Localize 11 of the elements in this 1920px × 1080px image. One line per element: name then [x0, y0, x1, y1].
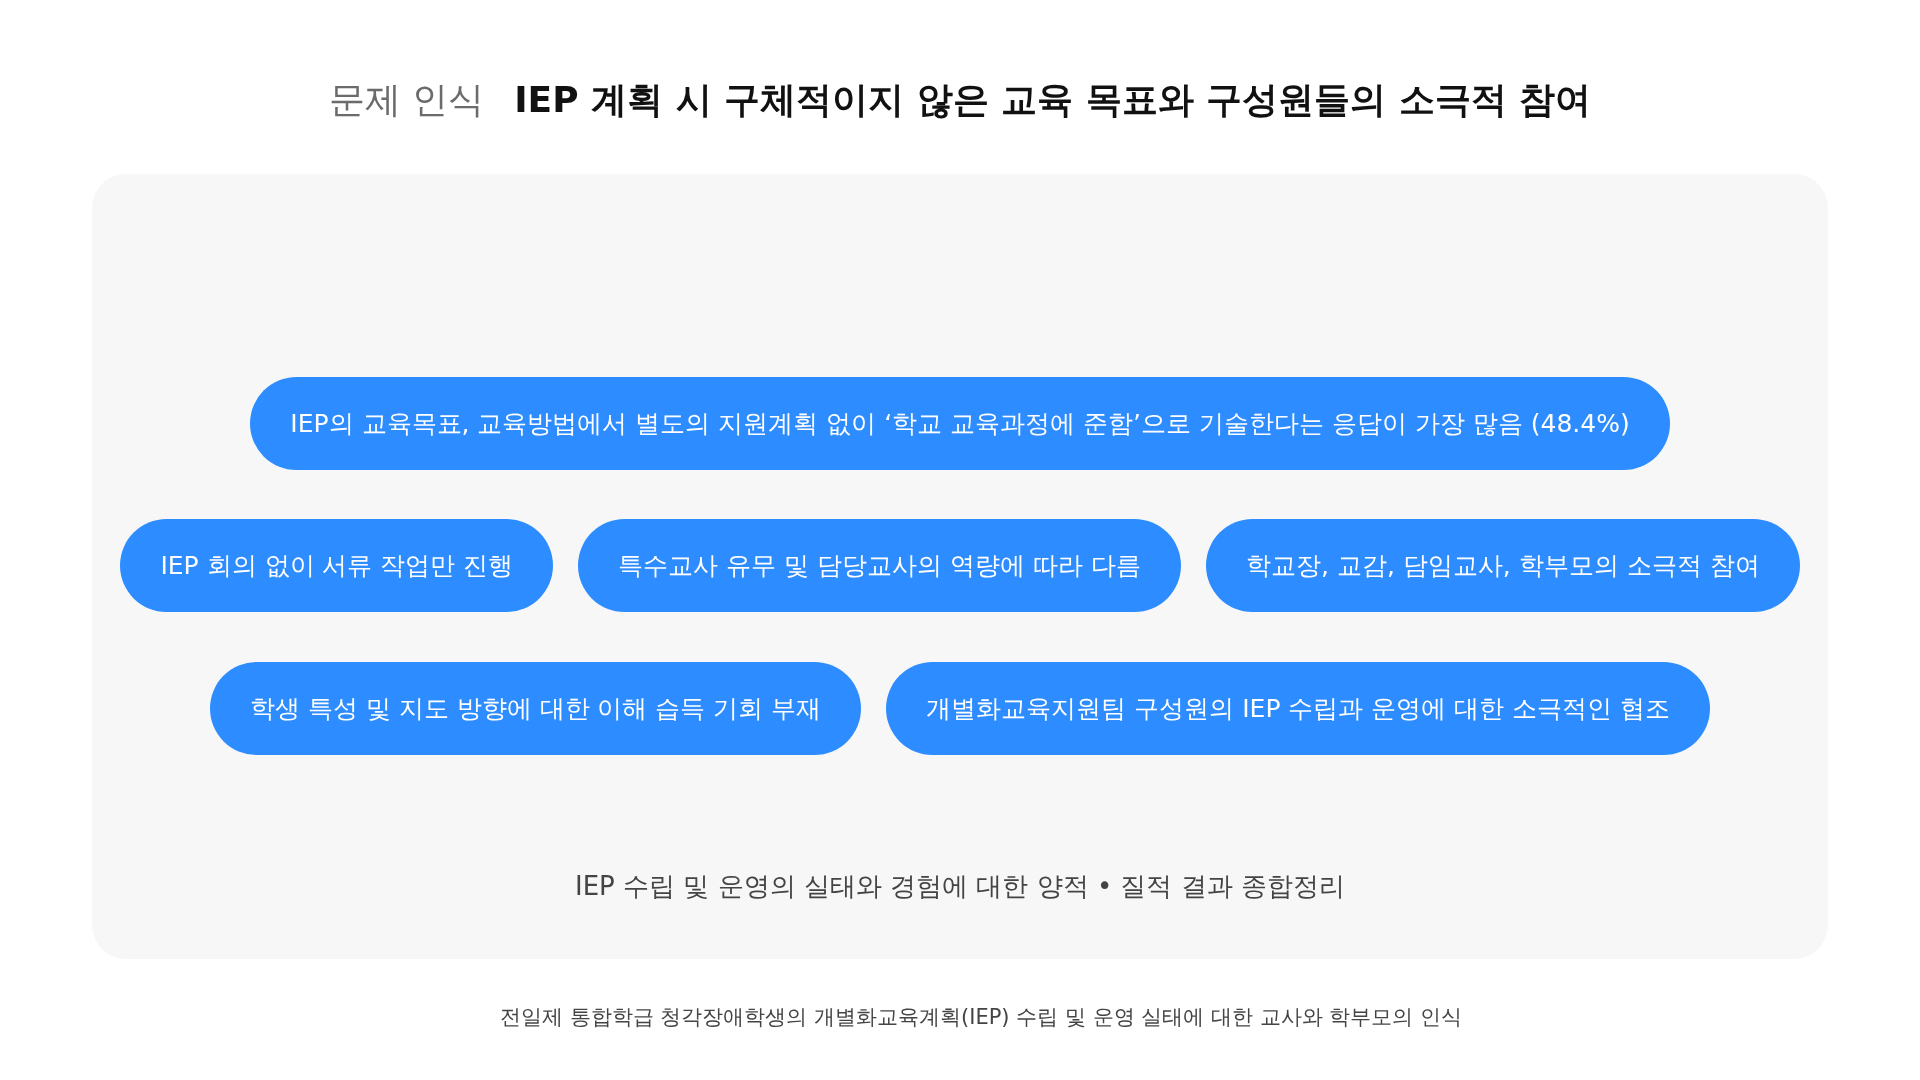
panel-caption: IEP 수립 및 운영의 실태와 경험에 대한 양적 • 질적 결과 종합정리 [575, 870, 1345, 903]
category-label: 문제 인식 [328, 78, 485, 122]
finding-pill: IEP 회의 없이 서류 작업만 진행 [120, 519, 554, 612]
source-caption: 전일제 통합학급 청각장애학생의 개별화교육계획(IEP) 수립 및 운영 실태에 대한 교사와 학부모의 인식 [500, 1004, 1462, 1031]
title-heading: IEP 계획 시 구체적이지 않은 교육 목표와 구성원들의 소극적 참여 [514, 78, 1592, 122]
finding-pill: 학생 특성 및 지도 방향에 대한 이해 습득 기회 부재 [209, 662, 862, 755]
finding-pill: 개별화교육지원팀 구성원의 IEP 수립과 운영에 대한 소극적인 협조 [886, 662, 1711, 755]
finding-pill: IEP의 교육목표, 교육방법에서 별도의 지원계획 없이 ‘학교 교육과정에 준함’으로 기술한다는 응답이 가장 많음 (48.4%) [250, 377, 1670, 470]
finding-pill: 특수교사 유무 및 담당교사의 역량에 따라 다름 [578, 519, 1182, 612]
finding-pill: 학교장, 교감, 담임교사, 학부모의 소극적 참여 [1206, 519, 1800, 612]
summary-panel [92, 174, 1828, 959]
